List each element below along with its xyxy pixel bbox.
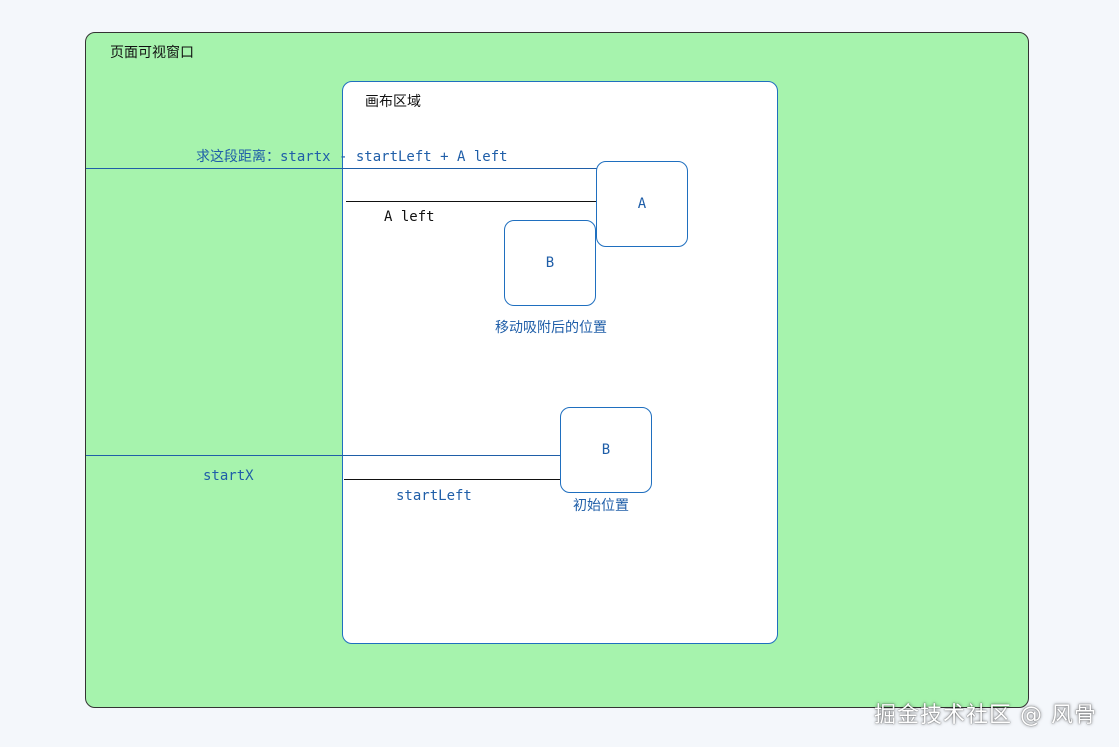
- startleft-line: [344, 479, 561, 480]
- startx-line: [86, 455, 561, 456]
- node-b-initial: B: [560, 407, 652, 493]
- node-b-moved: B: [504, 220, 596, 306]
- distance-line-startx-to-a: [86, 168, 598, 169]
- moved-position-label: 移动吸附后的位置: [495, 320, 607, 336]
- initial-position-label: 初始位置: [573, 498, 629, 514]
- startx-label: startX: [203, 468, 254, 484]
- node-a: A: [596, 161, 688, 247]
- distance-formula-label: 求这段距离：startx - startLeft + A left: [196, 149, 508, 165]
- viewport-title: 页面可视窗口: [110, 45, 194, 61]
- canvas-region: [342, 81, 778, 644]
- canvas-title: 画布区域: [365, 94, 421, 110]
- startleft-label: startLeft: [396, 488, 472, 504]
- a-left-label: A left: [384, 209, 435, 225]
- a-left-line: [346, 201, 598, 202]
- node-b-moved-label: B: [545, 255, 555, 271]
- watermark: 掘金技术社区 @ 风骨: [874, 703, 1097, 728]
- node-a-label: A: [637, 196, 647, 212]
- node-b-initial-label: B: [601, 442, 611, 458]
